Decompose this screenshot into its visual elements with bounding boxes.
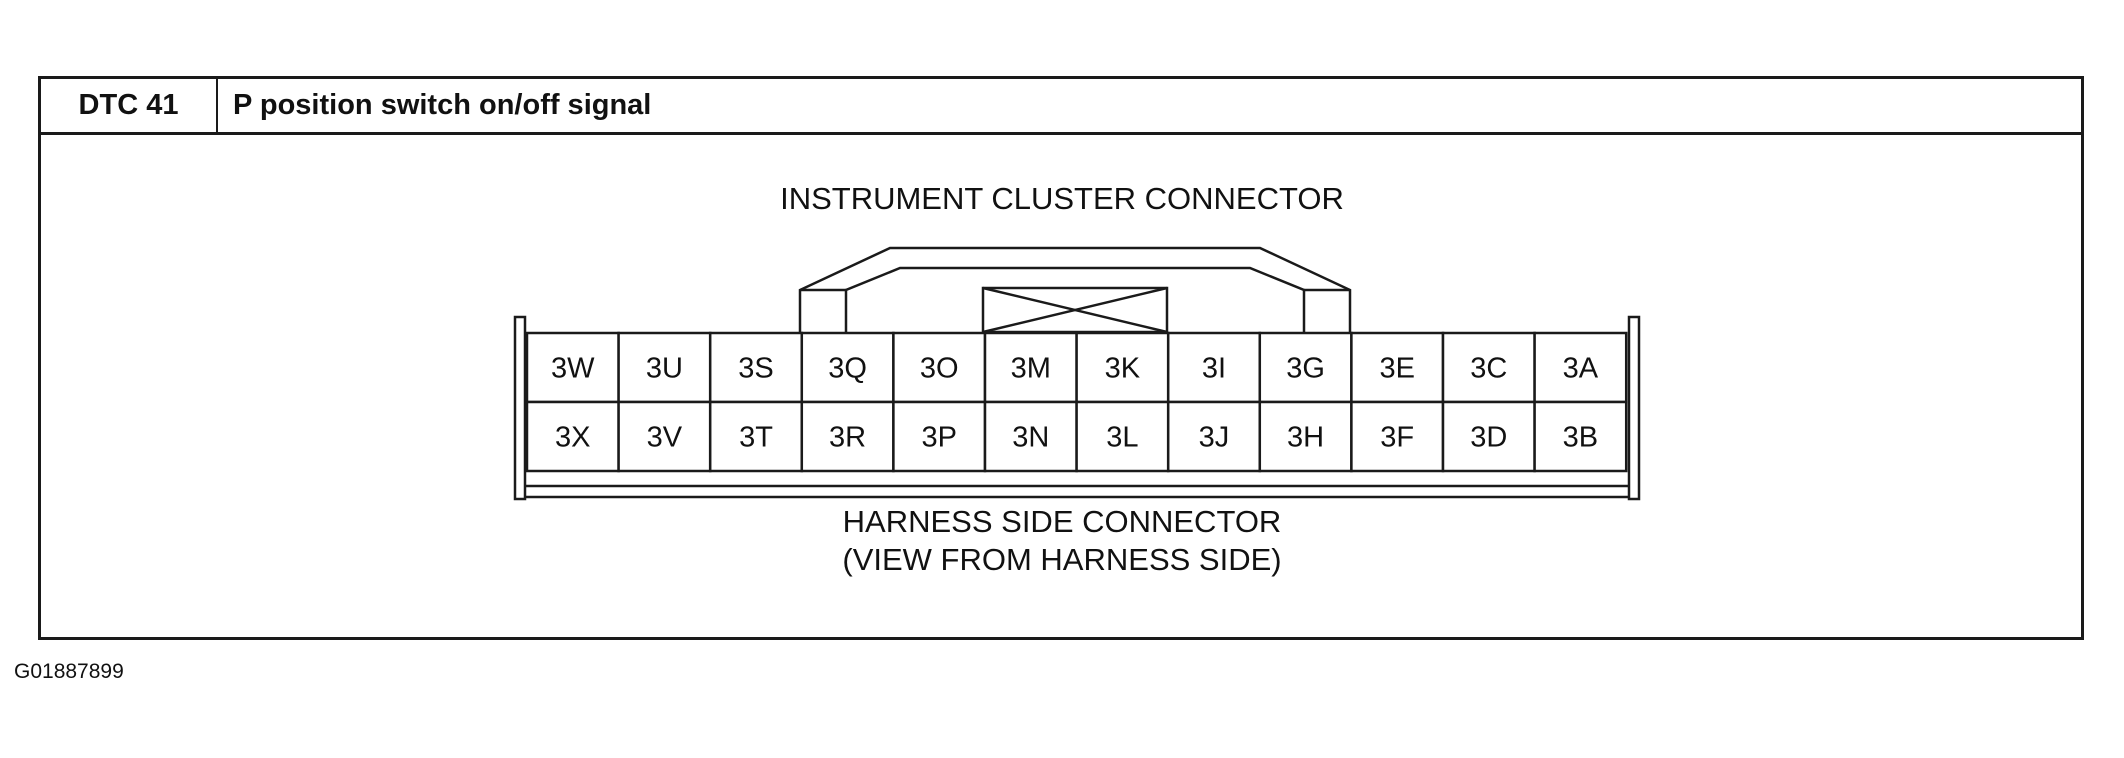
pin-cell bbox=[1075, 400, 1170, 473]
dtc-code: DTC 41 bbox=[41, 79, 218, 132]
pin-cell bbox=[1441, 400, 1536, 473]
pin-label: 3I bbox=[1202, 353, 1226, 385]
pin-label: 3V bbox=[647, 422, 683, 454]
header-bar: DTC 41 P position switch on/off signal bbox=[41, 79, 2081, 135]
pin-label: 3K bbox=[1105, 353, 1141, 385]
pin-label: 3C bbox=[1470, 353, 1507, 385]
pin-cell bbox=[1533, 400, 1628, 473]
pin-label: 3Q bbox=[828, 353, 867, 385]
pin-grid: 3W 3U 3S 3Q 3O 3M 3K 3I 3G 3E 3C 3A 3X 3V 3T 3R 3P 3N 3L 3J… bbox=[525, 331, 1628, 473]
pin-label: 3S bbox=[738, 353, 773, 385]
harness-caption-line1: HARNESS SIDE CONNECTOR bbox=[843, 504, 1282, 539]
pin-cell bbox=[983, 331, 1078, 404]
pin-label: 3T bbox=[739, 422, 773, 454]
pin-cell bbox=[708, 400, 804, 473]
pin-label: 3P bbox=[921, 422, 956, 454]
pin-cell bbox=[800, 331, 895, 404]
pin-label: 3M bbox=[1011, 353, 1051, 385]
pin-label: 3F bbox=[1380, 422, 1414, 454]
pin-label: 3N bbox=[1012, 422, 1049, 454]
pin-label: 3G bbox=[1286, 353, 1325, 385]
pin-cell bbox=[800, 400, 895, 473]
connector-title: INSTRUMENT CLUSTER CONNECTOR bbox=[780, 181, 1344, 216]
pin-cell bbox=[892, 400, 987, 473]
pin-label: 3A bbox=[1563, 353, 1599, 385]
pin-cell bbox=[1350, 400, 1445, 473]
connector-latch bbox=[798, 246, 1352, 332]
connector-housing bbox=[513, 315, 1641, 501]
pin-label: 3R bbox=[829, 422, 866, 454]
pin-label: 3O bbox=[920, 353, 959, 385]
pin-label: 3W bbox=[551, 353, 595, 385]
pin-label: 3H bbox=[1287, 422, 1324, 454]
pin-cell bbox=[1350, 331, 1445, 404]
pin-cell bbox=[525, 400, 620, 473]
pin-label: 3U bbox=[646, 353, 683, 385]
pin-cell bbox=[1258, 400, 1353, 473]
pin-cell bbox=[1533, 331, 1628, 404]
pin-cell bbox=[1166, 331, 1262, 404]
pin-cell bbox=[983, 400, 1078, 473]
diagram-frame: DTC 41 P position switch on/off signal bbox=[38, 76, 2084, 640]
pin-label: 3D bbox=[1470, 422, 1507, 454]
pin-label: 3X bbox=[555, 422, 590, 454]
dtc-title: P position switch on/off signal bbox=[233, 89, 652, 121]
pin-cell bbox=[1166, 400, 1262, 473]
harness-caption-line2: (VIEW FROM HARNESS SIDE) bbox=[842, 542, 1281, 577]
figure-reference: G01887899 bbox=[14, 660, 124, 683]
pin-cell bbox=[617, 331, 712, 404]
pin-label: 3B bbox=[1563, 422, 1598, 454]
connector-key bbox=[981, 286, 1169, 334]
pin-label: 3L bbox=[1106, 422, 1138, 454]
pin-label: 3E bbox=[1379, 353, 1414, 385]
pin-label: 3J bbox=[1199, 422, 1230, 454]
